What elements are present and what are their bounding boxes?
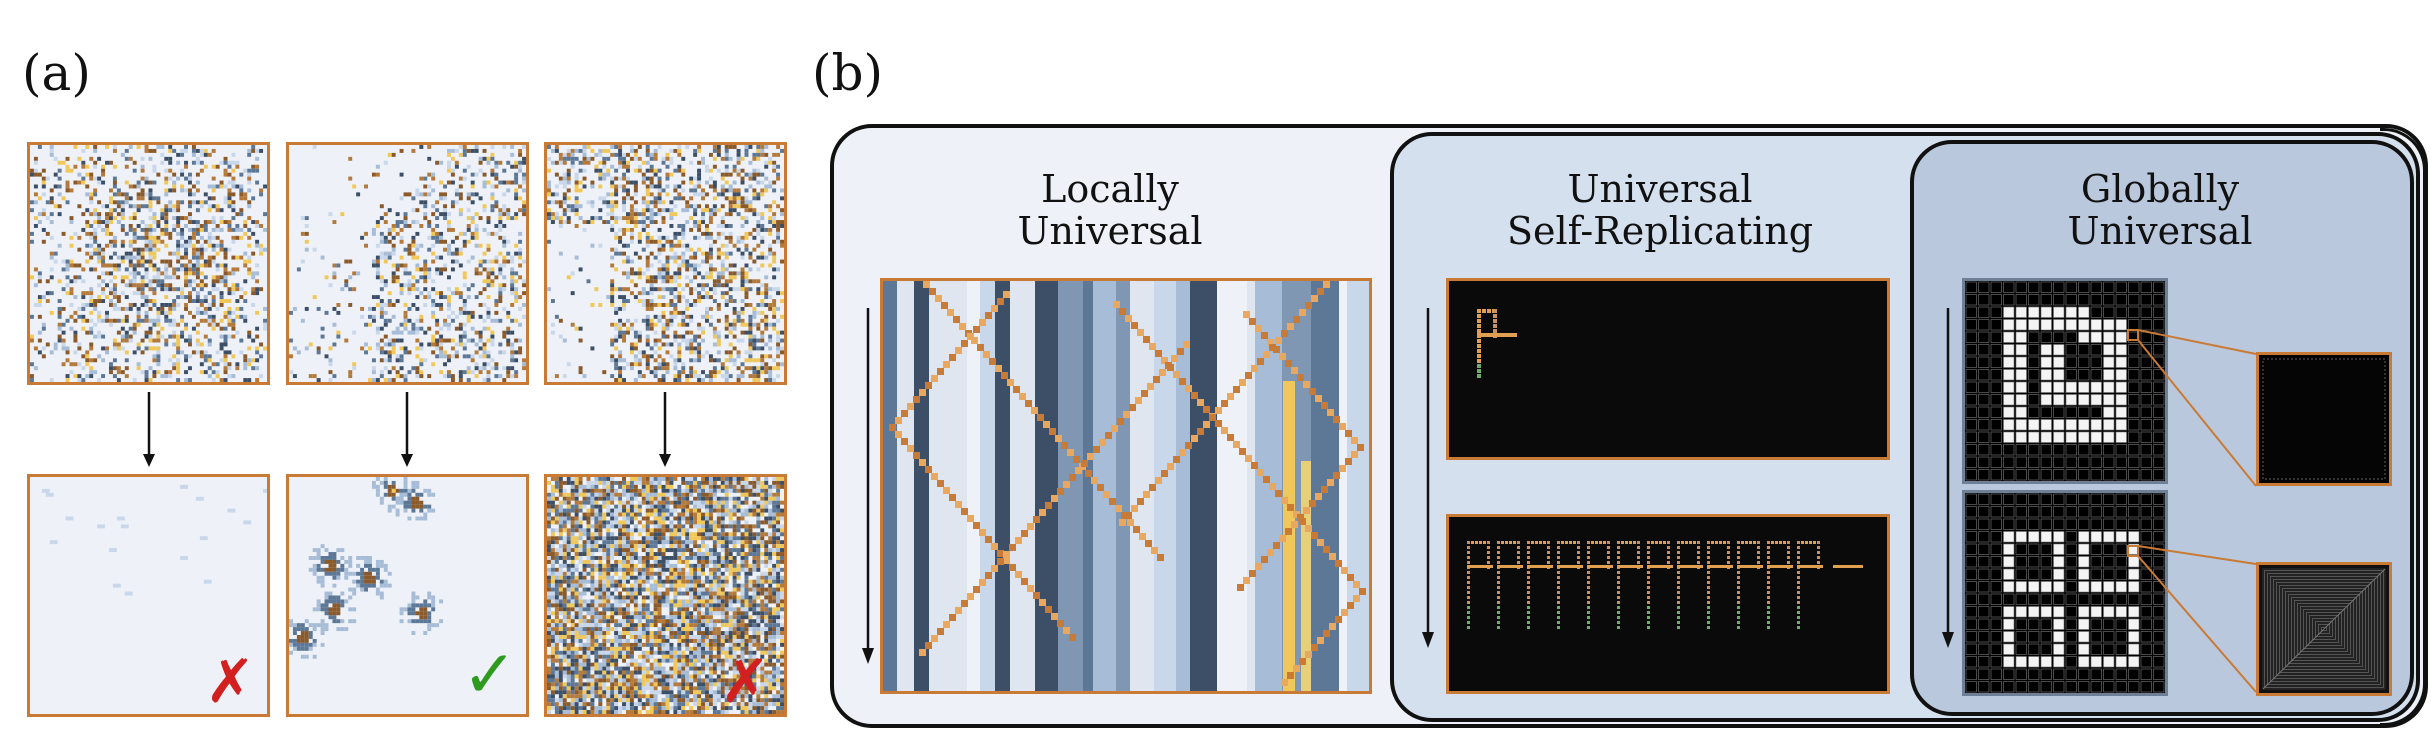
title-line-2: Universal [1017, 209, 1203, 253]
down-arrow-2 [401, 392, 413, 467]
final-state-tile-2 [286, 474, 529, 717]
panel-b-label: (b) [812, 44, 884, 102]
zoom-connectors [2127, 329, 2257, 693]
replicator-final [1446, 514, 1890, 694]
time-arrow-1 [862, 308, 874, 664]
initial-state-tile-2 [286, 142, 529, 385]
final-state-tile-1 [27, 474, 270, 717]
spacetime-diagram [880, 278, 1372, 694]
section-title-self-replicating: Universal Self-Replicating [1450, 168, 1870, 252]
initial-state-tile-1 [27, 142, 270, 385]
zoom-view-2 [2256, 562, 2392, 696]
success-mark: ✓ [462, 636, 518, 713]
final-state-tile-3 [544, 474, 787, 717]
replicator-initial [1446, 278, 1890, 460]
fail-mark-2: ✗ [720, 647, 771, 717]
pixel-grid-1 [1962, 278, 2168, 484]
title-line-1: Locally [1041, 167, 1179, 211]
title-line-2: Universal [2067, 209, 2253, 253]
section-title-globally-universal: Globally Universal [1980, 168, 2340, 252]
zoom-view-1 [2256, 352, 2392, 486]
fail-mark-1: ✗ [205, 647, 256, 717]
time-arrow-3 [1942, 308, 1954, 648]
title-line-1: Universal [1567, 167, 1753, 211]
title-line-1: Globally [2080, 167, 2240, 211]
section-title-locally-universal: Locally Universal [930, 168, 1290, 252]
down-arrow-3 [659, 392, 671, 467]
time-arrow-2 [1422, 308, 1434, 648]
down-arrow-1 [143, 392, 155, 467]
title-line-2: Self-Replicating [1506, 209, 1814, 253]
initial-state-tile-3 [544, 142, 787, 385]
pixel-grid-2 [1962, 490, 2168, 696]
panel-a-label: (a) [22, 44, 91, 102]
